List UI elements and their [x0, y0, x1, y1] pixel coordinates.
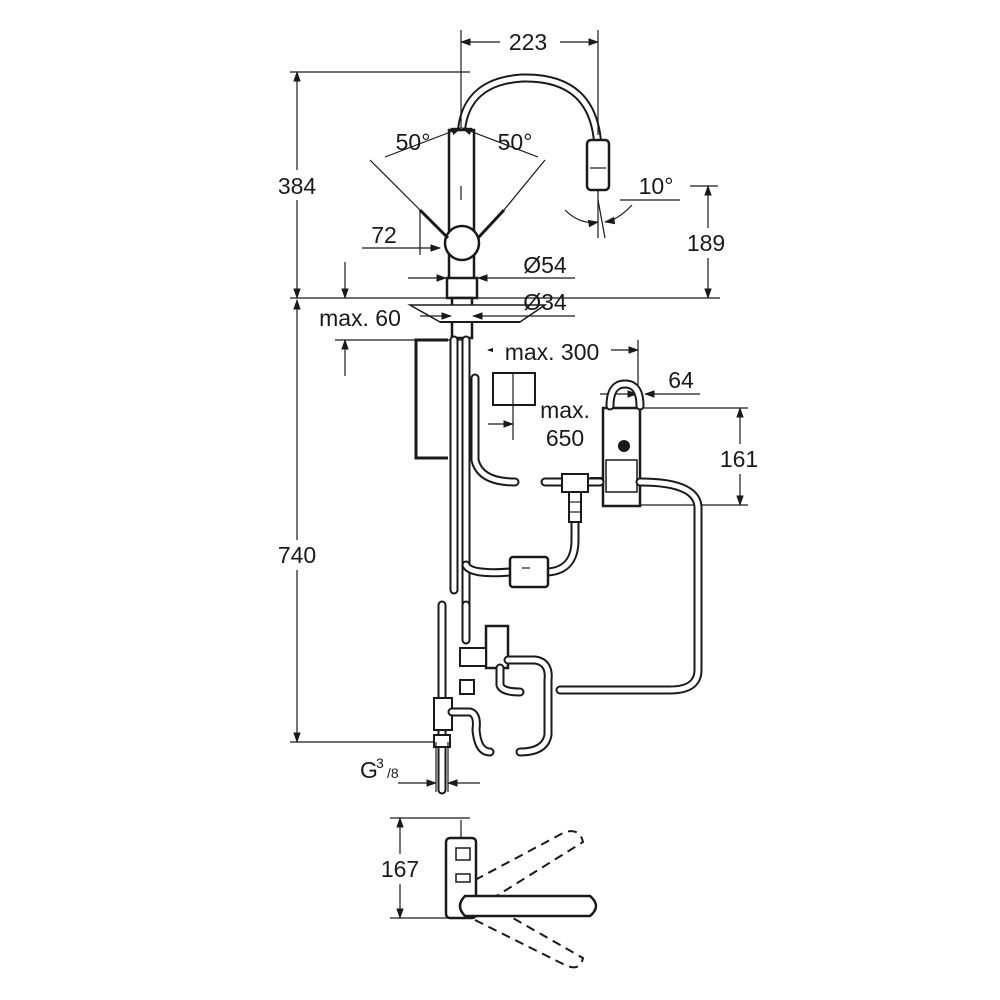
dim-50-right-label: 50° — [498, 129, 533, 155]
dim-161-label: 161 — [720, 446, 758, 472]
dim-d54: Ø54 — [408, 252, 575, 282]
faucet-body — [418, 73, 611, 340]
cabinet-bracket — [414, 338, 448, 460]
dim-d54-label: Ø54 — [523, 252, 567, 278]
dim-189-label: 189 — [687, 230, 725, 256]
dim-167-label: 167 — [381, 856, 419, 882]
dim-d34-label: Ø34 — [523, 289, 567, 315]
dim-angle-10: 10° — [564, 173, 680, 239]
dim-384: 384 — [270, 70, 470, 300]
dim-189: 189 — [680, 184, 736, 300]
thread-denominator: /8 — [387, 765, 399, 781]
dim-72-label: 72 — [371, 222, 397, 248]
dim-d34: Ø34 — [420, 289, 575, 320]
top-view: 167 — [370, 816, 598, 969]
dim-max650-line1: max. — [540, 397, 590, 423]
hoses — [449, 335, 703, 695]
dim-max300-label: max. 300 — [505, 339, 600, 365]
lower-mixer — [433, 600, 553, 795]
dim-384-label: 384 — [278, 173, 317, 199]
dim-max650-line2: 650 — [546, 425, 584, 451]
dim-50-left-label: 50° — [396, 129, 431, 155]
thread-g-label: G — [360, 757, 378, 783]
control-box: max. 650 — [488, 372, 590, 451]
dim-max300: max. 300 — [486, 338, 640, 405]
dim-740: 740 — [270, 298, 440, 744]
dim-161: 161 — [640, 406, 770, 507]
dim-223: 223 — [459, 29, 600, 135]
dim-223-label: 223 — [509, 29, 547, 55]
dim-72: 72 — [362, 210, 442, 255]
dim-max60: max. 60 — [319, 262, 470, 376]
dim-64-label: 64 — [668, 367, 694, 393]
valve-unit — [590, 406, 642, 508]
dim-64: 64 — [600, 367, 700, 398]
thread-numerator: 3 — [376, 755, 384, 771]
battery-box — [508, 555, 550, 589]
dim-10-label: 10° — [639, 173, 674, 199]
dim-max60-label: max. 60 — [319, 305, 401, 331]
dim-angles-50: 50° 50° — [369, 127, 546, 211]
dim-740-label: 740 — [278, 542, 316, 568]
t-connector — [561, 473, 589, 523]
dim-thread: G 3 /8 — [360, 742, 480, 792]
